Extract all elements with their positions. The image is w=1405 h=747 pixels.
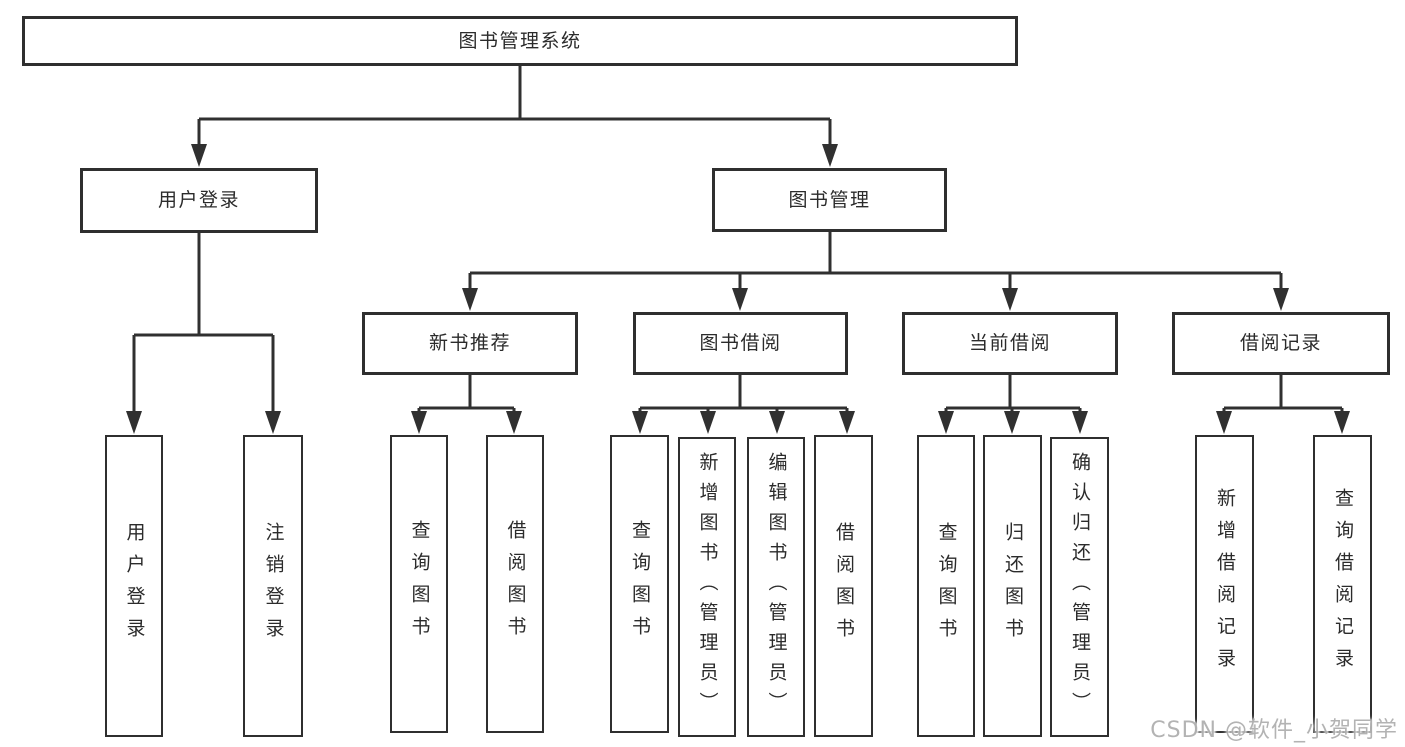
leaf-label: 新增图书（管理员）	[696, 452, 719, 722]
leaf-label: 查询图书	[935, 522, 958, 650]
node-book-borrowing: 图书借阅	[633, 312, 848, 375]
node-library-management-system: 图书管理系统	[22, 16, 1018, 66]
csdn-watermark: CSDN @软件_小贺同学	[1150, 718, 1398, 743]
leaf-label: 用户登录	[123, 522, 146, 650]
node-leaf-return-books: 归还图书	[983, 435, 1042, 737]
leaf-label: 借阅图书	[504, 520, 527, 648]
node-leaf-query-books-current: 查询图书	[917, 435, 975, 737]
leaf-label: 确认归还（管理员）	[1069, 452, 1091, 722]
node-leaf-edit-books-admin: 编辑图书（管理员）	[747, 437, 805, 737]
node-leaf-add-borrow-record: 新增借阅记录	[1195, 435, 1254, 733]
node-leaf-confirm-return-admin: 确认归还（管理员）	[1050, 437, 1109, 737]
node-leaf-query-books-recommend: 查询图书	[390, 435, 448, 733]
node-leaf-borrow-books: 借阅图书	[814, 435, 873, 737]
leaf-label: 归还图书	[1002, 522, 1024, 650]
node-leaf-logout: 注销登录	[243, 435, 303, 737]
node-leaf-query-borrow-record: 查询借阅记录	[1313, 435, 1372, 733]
node-leaf-borrow-books-recommend: 借阅图书	[486, 435, 544, 733]
leaf-label: 编辑图书（管理员）	[765, 452, 788, 722]
leaf-label: 借阅图书	[833, 522, 855, 650]
node-leaf-add-books-admin: 新增图书（管理员）	[678, 437, 736, 737]
leaf-label: 新增借阅记录	[1214, 488, 1236, 680]
node-user-login: 用户登录	[80, 168, 318, 233]
leaf-label: 查询图书	[629, 520, 651, 648]
arrowheads	[126, 144, 1350, 434]
node-book-management: 图书管理	[712, 168, 947, 232]
node-current-borrowing: 当前借阅	[902, 312, 1118, 375]
leaf-label: 查询借阅记录	[1332, 488, 1354, 680]
node-leaf-user-login: 用户登录	[105, 435, 163, 737]
node-new-book-recommendation: 新书推荐	[362, 312, 578, 375]
leaf-label: 查询图书	[408, 520, 431, 648]
node-leaf-query-books-borrow: 查询图书	[610, 435, 669, 733]
node-borrowing-records: 借阅记录	[1172, 312, 1390, 375]
leaf-label: 注销登录	[262, 522, 285, 650]
